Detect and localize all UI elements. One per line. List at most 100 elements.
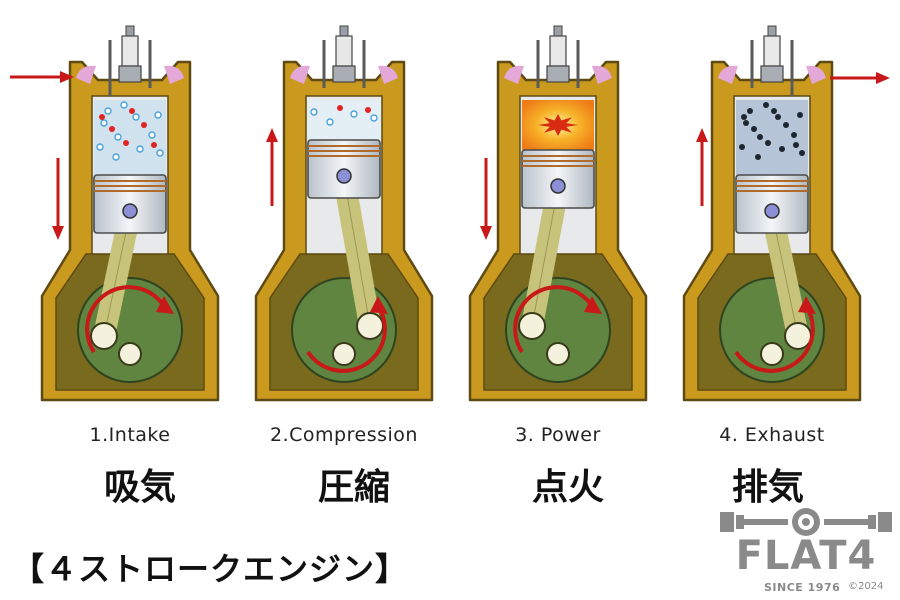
crank-pin xyxy=(90,322,118,350)
exhaust-port xyxy=(806,65,826,84)
logo-wordmark: FLAT4 xyxy=(735,533,877,579)
fuel-air-mix xyxy=(308,100,380,140)
diagram-title: 【４ストロークエンジン】 xyxy=(12,550,409,588)
stroke-label-power: 3. Power xyxy=(515,424,601,446)
air-molecule xyxy=(156,149,164,157)
rotation-arrow-head-icon xyxy=(370,296,388,314)
exhaust-particle xyxy=(791,132,797,138)
main-journal xyxy=(546,342,570,366)
fuel-droplet xyxy=(99,114,105,120)
boxer-engine-logo-icon xyxy=(720,508,892,536)
exhaust-particle xyxy=(757,134,763,140)
exhaust-port xyxy=(164,65,184,84)
exhaust-port xyxy=(592,65,612,84)
air-molecule xyxy=(136,145,144,153)
main-journal xyxy=(118,342,142,366)
flat4-logo: FLAT4 SINCE 1976 ©2024 xyxy=(716,505,896,597)
spark-plug-tip xyxy=(767,25,777,37)
arrow-down-icon xyxy=(52,226,64,240)
air-molecule xyxy=(326,118,334,126)
stroke-label-compression: 2.Compression xyxy=(270,424,418,446)
rotation-arrow xyxy=(734,304,815,373)
arrow-up-icon xyxy=(696,128,708,142)
air-molecule xyxy=(100,119,108,127)
stroke-jp-exhaust: 排気 xyxy=(731,467,804,508)
exhaust-particle xyxy=(771,108,777,114)
spark-plug-insulator xyxy=(549,35,567,67)
logo-copyright: ©2024 xyxy=(848,581,884,592)
main-journal xyxy=(332,342,356,366)
exhaust-particle xyxy=(741,114,747,120)
air-molecule xyxy=(370,114,378,122)
rotation-arrow-head-icon xyxy=(156,296,174,314)
spark-plug-body xyxy=(332,65,356,83)
rotation-arrow-head-icon xyxy=(798,296,816,314)
spark-plug-body xyxy=(546,65,570,83)
intake-port xyxy=(718,65,738,84)
exhaust-particle xyxy=(751,126,757,132)
exhaust-particle xyxy=(779,146,785,152)
rotation-arrow-head-icon xyxy=(584,296,602,314)
air-molecule xyxy=(120,101,128,109)
crank-pin xyxy=(518,312,546,340)
air-molecule xyxy=(114,133,122,141)
piston-pin xyxy=(764,203,780,219)
spark-plug-insulator xyxy=(335,35,353,67)
exhaust-particle xyxy=(775,114,781,120)
crank-pin xyxy=(356,312,384,340)
exhaust-particle xyxy=(763,102,769,108)
air-molecule xyxy=(132,113,140,121)
spark-plug-tip xyxy=(339,25,349,37)
fuel-droplet xyxy=(337,105,343,111)
air-molecule xyxy=(104,107,112,115)
piston-pin xyxy=(550,178,566,194)
spark-plug-body xyxy=(760,65,784,83)
engine-power xyxy=(468,25,648,402)
exhaust-particle xyxy=(765,140,771,146)
fuel-droplet xyxy=(109,126,115,132)
air-molecule xyxy=(96,143,104,151)
piston-pin xyxy=(122,203,138,219)
arrow-down-icon xyxy=(480,226,492,240)
fuel-droplet xyxy=(129,108,135,114)
rotation-arrow xyxy=(85,285,166,354)
air-molecule xyxy=(112,153,120,161)
spark-plug-body xyxy=(118,65,142,83)
exhaust-particle xyxy=(747,108,753,114)
air-molecule xyxy=(350,110,358,118)
stroke-label-intake: 1.Intake xyxy=(89,424,171,446)
intake-port xyxy=(76,65,96,84)
stroke-jp-intake: 吸気 xyxy=(103,467,176,508)
stroke-jp-compression: 圧縮 xyxy=(317,467,390,508)
main-journal xyxy=(760,342,784,366)
exhaust-particle xyxy=(755,154,761,160)
exhaust-particle xyxy=(793,142,799,148)
spark-plug-insulator xyxy=(763,35,781,67)
explosion-icon xyxy=(538,114,578,136)
piston-pin xyxy=(336,168,352,184)
connecting-rod xyxy=(333,167,381,337)
intake-port xyxy=(290,65,310,84)
spark-plug-insulator xyxy=(121,35,139,67)
exhaust-port xyxy=(378,65,398,84)
air-molecule xyxy=(148,131,156,139)
engine-intake xyxy=(40,25,220,402)
intake-port xyxy=(504,65,524,84)
arrow-right-icon xyxy=(876,72,890,84)
air-molecule xyxy=(154,111,162,119)
exhaust-particle xyxy=(797,112,803,118)
engine-compression xyxy=(254,25,434,402)
stroke-jp-power: 点火 xyxy=(531,467,604,508)
arrow-right-icon xyxy=(60,71,74,83)
engine-exhaust xyxy=(682,25,862,402)
logo-since: SINCE 1976 xyxy=(764,581,841,594)
fuel-droplet xyxy=(151,142,157,148)
connecting-rod-edge xyxy=(531,187,559,327)
rotation-arrow xyxy=(513,285,594,354)
rotation-arrow xyxy=(306,304,387,373)
connecting-rod-edge xyxy=(343,177,371,327)
exhaust-particle xyxy=(739,144,745,150)
connecting-rod xyxy=(521,177,569,337)
arrow-up-icon xyxy=(266,128,278,142)
